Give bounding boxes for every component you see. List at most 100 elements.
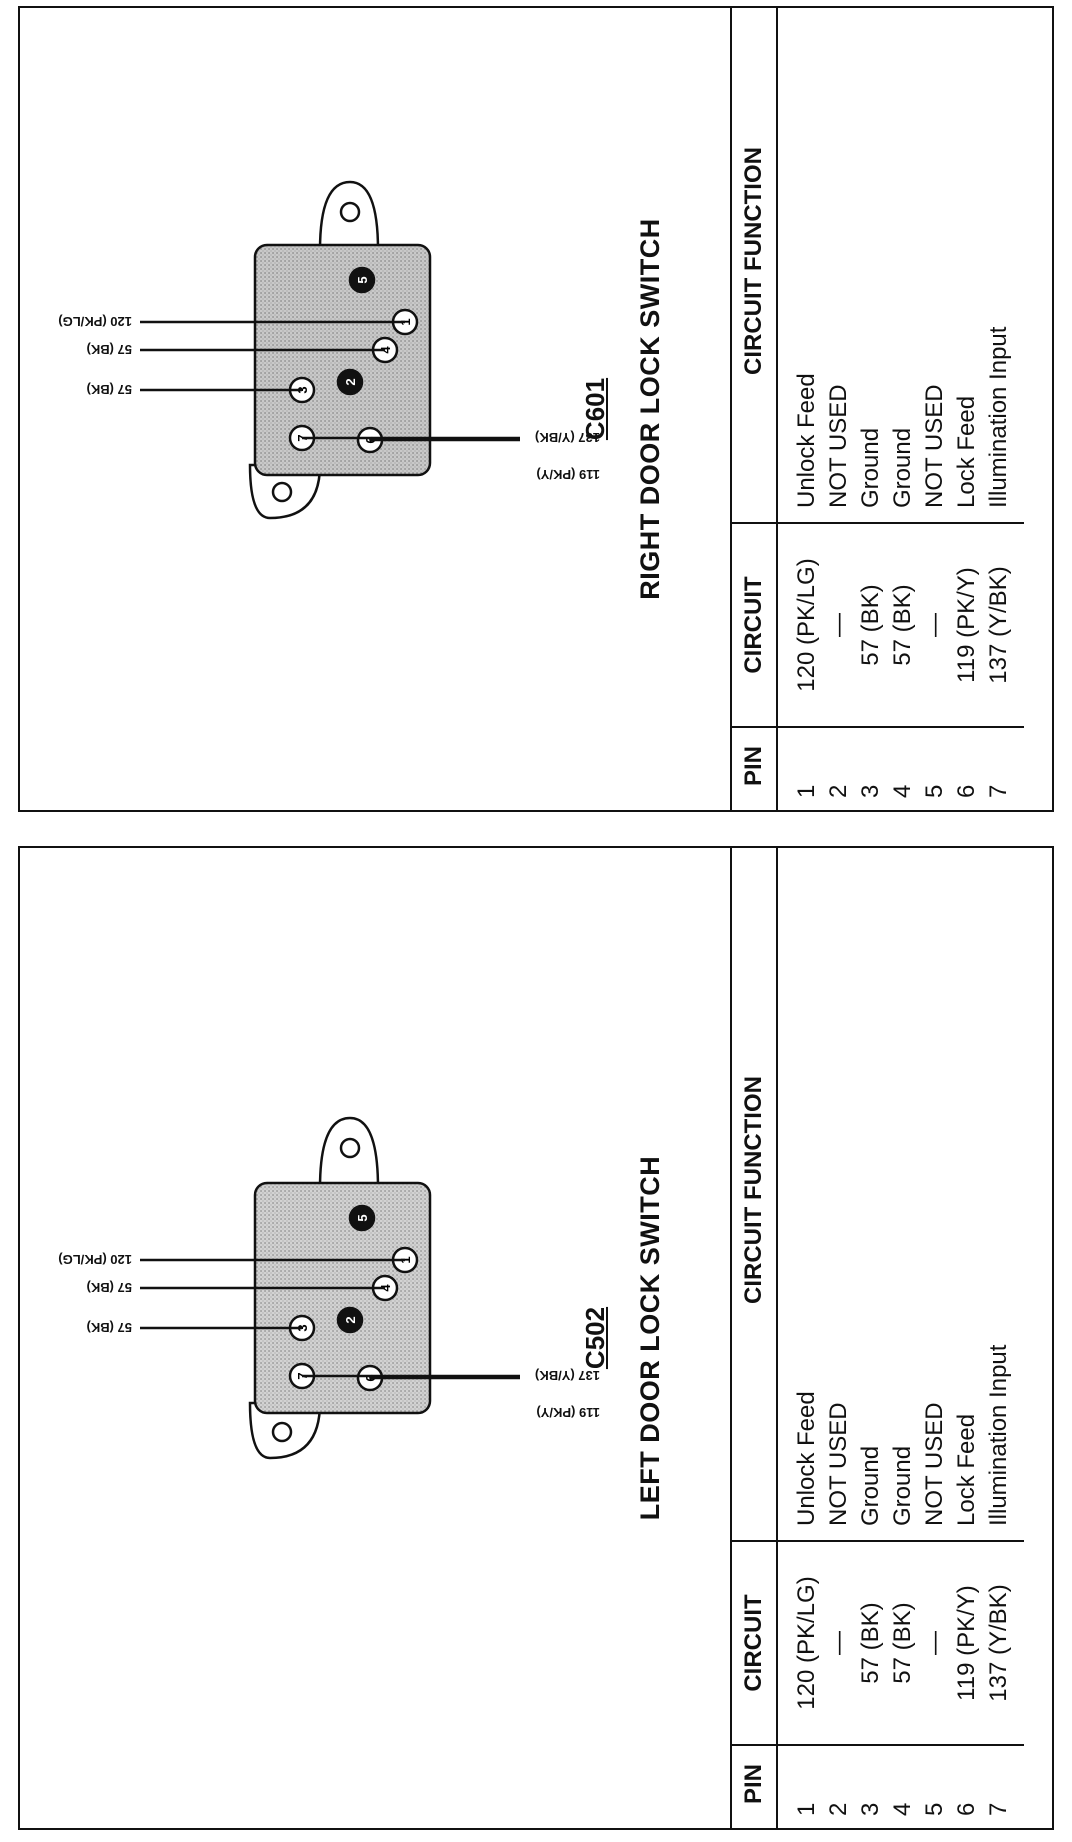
cell-circuit: 119 (PK/Y) [951,523,983,727]
pin-number-5: 5 [355,1214,370,1221]
header-circuit-function: CIRCUIT FUNCTION [731,8,777,523]
connector-name: RIGHT DOOR LOCK SWITCH [635,218,665,600]
header-circuit: CIRCUIT [731,1541,777,1745]
cell-function: Unlock Feed [777,848,823,1541]
panel-right-door-lock-switch: 7 3 2 6 4 1 5 57 (BK) 57 (BK) 120 [18,6,1054,812]
cell-circuit: 120 (PK/LG) [777,1541,823,1745]
table-row: 7 137 (Y/BK)Illumination Input [983,8,1024,810]
cell-function: Lock Feed [951,848,983,1541]
pin-cavity-5: 5 [348,1204,376,1232]
table-row: 3 57 (BK)Ground [855,8,887,810]
cell-circuit: — [919,523,951,727]
header-circuit: CIRCUIT [731,523,777,727]
cell-circuit: 57 (BK) [887,1541,919,1745]
cell-function: Ground [887,8,919,523]
pin-cavity-2: 2 [336,368,364,396]
cell-function: Illumination Input [983,848,1024,1541]
panel-right-rotated-content: 7 3 2 6 4 1 5 57 (BK) 57 (BK) 120 [20,8,1052,810]
cell-pin: 2 [825,1802,852,1816]
wire-label-pin6: 119 (PK/Y) [536,1405,600,1420]
panel-left-rotated-content: 7 3 2 6 4 1 5 57 (BK) 57 (BK) 120 (PK/LG… [20,848,1052,1828]
table-row: 1 120 (PK/LG)Unlock Feed [777,8,823,810]
pinout-header-row: PIN CIRCUIT CIRCUIT FUNCTION [731,8,777,810]
cell-circuit: — [823,1541,855,1745]
mount-hole-right [339,1137,361,1159]
table-row: 3 57 (BK)Ground [855,848,887,1828]
cell-circuit: 137 (Y/BK) [983,1541,1024,1745]
cell-circuit: 137 (Y/BK) [983,523,1024,727]
connector-body [253,1181,432,1415]
pin-number-2: 2 [343,1316,358,1323]
mount-hole-left [271,1421,293,1443]
wire-label-pin3: 57 (BK) [86,382,132,397]
cell-pin: 3 [857,1802,884,1816]
pin-number-4: 4 [378,1284,393,1292]
cell-pin: 1 [793,784,820,798]
cell-pin: 7 [985,784,1012,798]
table-row: 6 119 (PK/Y)Lock Feed [951,8,983,810]
cell-circuit: — [823,523,855,727]
connector-id: C502 [580,1306,610,1370]
pin-number-1: 1 [398,318,413,325]
wire-label-pin1: 120 (PK/LG) [58,314,132,329]
cell-function: NOT USED [919,8,951,523]
cell-circuit: 120 (PK/LG) [777,523,823,727]
pinout-table: PIN CIRCUIT CIRCUIT FUNCTION 1 120 (PK/LG… [730,848,1024,1828]
cell-function: NOT USED [823,8,855,523]
header-pin: PIN [731,727,777,810]
cell-function: Ground [855,848,887,1541]
cell-function: Illumination Input [983,8,1024,523]
cell-pin: 6 [953,784,980,798]
connector-name: LEFT DOOR LOCK SWITCH [635,1155,665,1521]
connector-diagram-c601: 7 3 2 6 4 1 5 57 (BK) 57 (BK) 120 [20,8,670,810]
cell-function: Ground [887,848,919,1541]
cell-function: Lock Feed [951,8,983,523]
cell-function: Ground [855,8,887,523]
cell-pin: 4 [889,1802,916,1816]
pin-number-3: 3 [295,386,310,393]
connector-c502-svg: 7 3 2 6 4 1 5 57 (BK) 57 (BK) 120 (PK/LG… [58,1116,600,1460]
pin-cavity-5: 5 [348,266,376,294]
cell-pin: 1 [793,1802,820,1816]
pinout-table: PIN CIRCUIT CIRCUIT FUNCTION 1 120 (PK/LG… [730,8,1024,810]
connector-c601-svg: 7 3 2 6 4 1 5 57 (BK) 57 (BK) 120 [58,180,600,520]
cell-pin: 2 [825,784,852,798]
table-row: 2 —NOT USED [823,848,855,1828]
wire-label-pin3: 57 (BK) [86,1320,132,1335]
wire-label-pin7: 137 (Y/BK) [535,430,600,445]
cell-function: Unlock Feed [777,8,823,523]
cell-pin: 5 [921,1802,948,1816]
mount-hole-left [271,481,293,503]
header-circuit-function: CIRCUIT FUNCTION [731,848,777,1541]
connector-body [253,243,432,477]
cell-pin: 7 [985,1802,1012,1816]
cell-circuit: — [919,1541,951,1745]
cell-circuit: 119 (PK/Y) [951,1541,983,1745]
cell-pin: 3 [857,784,884,798]
pin-number-4: 4 [378,346,393,354]
panel-left-door-lock-switch: 7 3 2 6 4 1 5 57 (BK) 57 (BK) 120 (PK/LG… [18,846,1054,1830]
mount-hole-right [339,201,361,223]
pin-number-5: 5 [355,276,370,283]
cell-function: NOT USED [823,848,855,1541]
pin-number-1: 1 [398,1256,413,1263]
table-row: 4 57 (BK)Ground [887,8,919,810]
pin-number-3: 3 [295,1324,310,1331]
cell-pin: 5 [921,784,948,798]
cell-circuit: 57 (BK) [855,1541,887,1745]
cell-pin: 4 [889,784,916,798]
header-pin: PIN [731,1745,777,1828]
cell-circuit: 57 (BK) [855,523,887,727]
table-row: 6 119 (PK/Y)Lock Feed [951,848,983,1828]
cell-function: NOT USED [919,848,951,1541]
table-row: 7 137 (Y/BK)Illumination Input [983,848,1024,1828]
table-row: 2 —NOT USED [823,8,855,810]
table-row: 5 —NOT USED [919,8,951,810]
cell-pin: 6 [953,1802,980,1816]
wire-label-pin4: 57 (BK) [86,1280,132,1295]
wire-label-pin4: 57 (BK) [86,342,132,357]
pin-number-2: 2 [343,378,358,385]
table-row: 1 120 (PK/LG)Unlock Feed [777,848,823,1828]
cell-circuit: 57 (BK) [887,523,919,727]
